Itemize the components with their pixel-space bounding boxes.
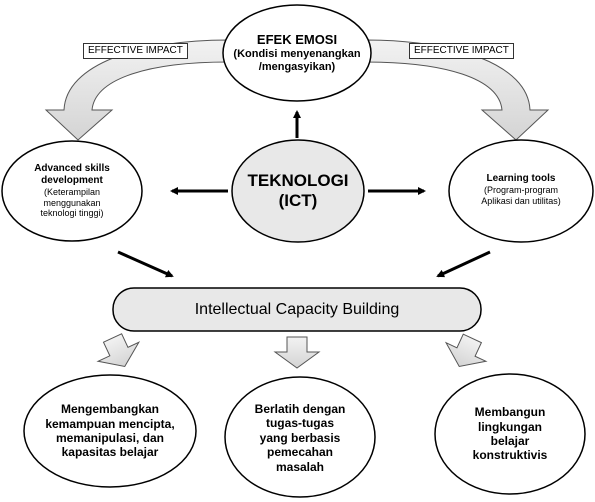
bottom-node-3-line-1: Membangun <box>474 405 546 420</box>
bottom-node-3: Membangun lingkungan belajar konstruktiv… <box>450 396 570 472</box>
bottom-node-1-line-4: kapasitas belajar <box>61 445 159 460</box>
bottom-ellipse-3 <box>434 373 586 495</box>
top-node: EFEK EMOSI (Kondisi menyenangkan /mengas… <box>223 12 371 94</box>
top-ellipse <box>222 4 372 102</box>
bottom-node-3-line-2: lingkungan <box>478 419 542 434</box>
top-node-title: EFEK EMOSI <box>256 32 338 48</box>
left-node-title-2: development <box>41 174 103 186</box>
bottom-node-1: Mengembangkan kemampuan mencipta, memani… <box>30 390 190 472</box>
right-ellipse <box>448 139 594 243</box>
arrow-left-to-bar <box>117 250 174 278</box>
down-arrow-right <box>444 333 488 368</box>
bottom-node-1-line-2: kemampuan mencipta, <box>45 416 175 431</box>
capacity-bar-shape <box>112 287 482 332</box>
center-node-line-2: (ICT) <box>278 191 318 210</box>
center-node-line-1: TEKNOLOGI <box>247 170 349 190</box>
right-node: Learning tools (Program-program Aplikasi… <box>455 160 587 220</box>
capacity-bar-label: Intellectual Capacity Building <box>194 300 400 318</box>
bottom-node-2-line-2: tugas-tugas <box>265 416 334 431</box>
top-node-line-2: /mengasyikan) <box>258 60 336 73</box>
bottom-ellipse-1 <box>23 374 197 488</box>
down-arrow-center <box>273 336 321 369</box>
right-node-line-2: Aplikasi dan utilitas) <box>481 196 561 206</box>
arrow-right-to-bar <box>436 250 491 278</box>
left-node-title-1: Advanced skills <box>34 162 110 174</box>
bottom-node-1-line-3: memanipulasi, dan <box>55 431 165 445</box>
left-node-line-3: teknologi tinggi) <box>40 208 104 219</box>
bottom-node-2-line-5: masalah <box>275 459 325 474</box>
down-arrow-left <box>96 333 141 368</box>
left-ellipse <box>1 140 143 242</box>
top-node-line-1: (Kondisi menyenangkan <box>233 47 361 60</box>
right-node-line-1: (Program-program <box>483 185 559 196</box>
bottom-node-2: Berlatih dengan tugas-tugas yang berbasi… <box>235 394 365 482</box>
bottom-node-2-line-1: Berlatih dengan <box>254 402 346 417</box>
capacity-bar: Intellectual Capacity Building <box>113 288 481 331</box>
left-node: Advanced skills development (Keterampila… <box>6 147 138 235</box>
center-ellipse <box>231 139 365 243</box>
bottom-node-2-line-4: pemecahan <box>266 445 334 460</box>
effective-impact-label-left: EFFECTIVE IMPACT <box>83 43 188 59</box>
bottom-node-1-line-1: Mengembangkan <box>60 402 159 417</box>
bottom-node-3-line-3: belajar <box>490 434 530 448</box>
left-node-line-1: (Keterampilan <box>43 186 101 197</box>
center-node: TEKNOLOGI (ICT) <box>232 160 364 222</box>
bottom-ellipse-2 <box>224 376 376 498</box>
effective-impact-label-right: EFFECTIVE IMPACT <box>409 43 514 59</box>
left-node-line-2: menggunakan <box>43 197 101 208</box>
bottom-node-2-line-3: yang berbasis <box>259 430 341 445</box>
bottom-node-3-line-4: konstruktivis <box>472 448 548 463</box>
right-node-title: Learning tools <box>486 173 556 185</box>
